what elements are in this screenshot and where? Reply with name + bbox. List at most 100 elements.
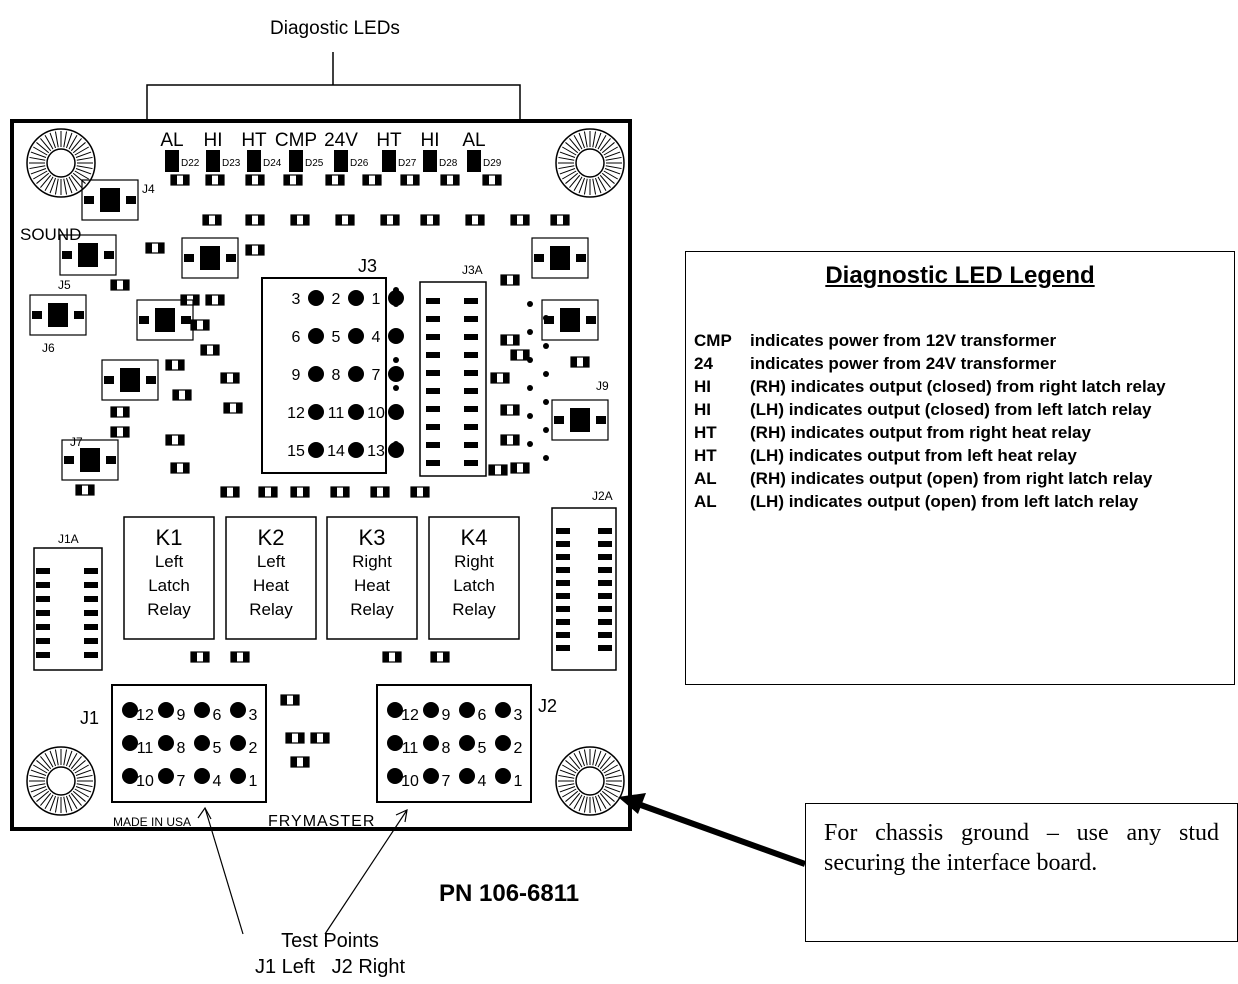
connector-pin (423, 702, 439, 718)
j3-pin (308, 290, 324, 306)
j3-pin (388, 328, 404, 344)
relay-text: Heat (354, 576, 390, 595)
connector-pin (459, 768, 475, 784)
test-point-arrows (197, 806, 408, 935)
led-designator: D29 (483, 158, 502, 169)
j4-label: J4 (142, 182, 155, 196)
j3-pin-number: 6 (292, 329, 301, 346)
legend-code: HI (694, 400, 711, 419)
connector-pin-number: 10 (136, 773, 154, 790)
j3-pin-number: 15 (287, 443, 305, 460)
j3-pin-number: 3 (292, 291, 301, 308)
relay-text: Left (155, 552, 184, 571)
j3-pin (388, 404, 404, 420)
connector-pin (158, 768, 174, 784)
j3-pin (348, 328, 364, 344)
relay-text: Heat (253, 576, 289, 595)
connector-pin (194, 702, 210, 718)
connector-pin (158, 735, 174, 751)
board-outline (10, 119, 632, 831)
connector-pin-number: 9 (442, 707, 451, 724)
connector-pin (194, 735, 210, 751)
connector-pin (194, 768, 210, 784)
connector-pin (122, 735, 138, 751)
connector-pin-number: 11 (137, 740, 154, 757)
led-label: HT (376, 130, 402, 151)
j7-label: J7 (70, 435, 83, 449)
connector-pin (387, 735, 403, 751)
j3-pin-number: 2 (332, 291, 341, 308)
legend-row: AL(RH) indicates output (open) from righ… (694, 468, 1228, 489)
leds-callout-title: Diagostic LEDs (270, 18, 400, 39)
connector-pin-number: 6 (478, 707, 487, 724)
connector-pin (495, 735, 511, 751)
small-components (29, 174, 609, 768)
legend-description: indicates power from 12V transformer (750, 331, 1057, 350)
mounting-studs (26, 128, 625, 816)
j3-pin-number: 9 (292, 367, 301, 384)
connector-pin (387, 768, 403, 784)
led-designator: D28 (439, 158, 458, 169)
legend-row: HT(LH) indicates output from left heat r… (694, 445, 1228, 466)
j2a-header: J2A (551, 489, 617, 671)
legend-description: (LH) indicates output from left heat rel… (750, 446, 1077, 465)
connector-pin-number: 1 (514, 773, 523, 790)
sound-label: SOUND (20, 225, 81, 244)
connector-pin-number: 1 (249, 773, 258, 790)
connector-pin (230, 735, 246, 751)
connector-pin-number: 3 (514, 707, 523, 724)
legend-code: AL (694, 469, 717, 488)
led-designator: D23 (222, 158, 241, 169)
diagnostic-led (247, 150, 261, 172)
connector-pin-number: 5 (478, 740, 487, 757)
connector-pin (459, 702, 475, 718)
j3-pin-number: 10 (367, 405, 385, 422)
frymaster-label: FRYMASTER (268, 813, 375, 830)
led-designator: D22 (181, 158, 200, 169)
connector-pin (423, 768, 439, 784)
connector-pin (495, 702, 511, 718)
j3-pin (348, 366, 364, 382)
connector-pin-number: 5 (213, 740, 222, 757)
connector-pin (230, 702, 246, 718)
connector-pin-number: 10 (401, 773, 419, 790)
diagnostic-led (206, 150, 220, 172)
diagnostic-led (165, 150, 179, 172)
led-designator: D27 (398, 158, 417, 169)
j3-pin-number: 4 (372, 329, 381, 346)
legend-title: Diagnostic LED Legend (825, 262, 1095, 289)
diagnostic-led (289, 150, 303, 172)
j3-pin (388, 442, 404, 458)
relay-text: K3 (359, 525, 386, 550)
connector-pin (423, 735, 439, 751)
led-designator: D25 (305, 158, 324, 169)
relay-text: K4 (461, 525, 488, 550)
connector-pin-number: 8 (177, 740, 186, 757)
connector-pin-number: 7 (177, 773, 186, 790)
j3-pin (348, 404, 364, 420)
j3-pin-number: 1 (372, 291, 381, 308)
connector-pin (230, 768, 246, 784)
j3-pin-number: 11 (328, 405, 345, 422)
diagnostic-led (467, 150, 481, 172)
connector-pin-number: 12 (401, 707, 419, 724)
relay-text: Left (257, 552, 286, 571)
j3-pin-number: 13 (367, 443, 385, 460)
legend-row: HT(RH) indicates output from right heat … (694, 422, 1228, 443)
j3-pin-number: 8 (332, 367, 341, 384)
relay-text: Right (454, 552, 494, 571)
mounting-stud (555, 746, 625, 816)
legend-code: AL (694, 492, 717, 511)
connector-pin-number: 2 (514, 740, 523, 757)
j3-pin-number: 5 (332, 329, 341, 346)
j3-pin-number: 14 (327, 443, 345, 460)
j3a-header: J3A (419, 263, 487, 477)
connector-pin (158, 702, 174, 718)
made-in-usa-label: MADE IN USA (113, 815, 191, 829)
legend-row: AL(LH) indicates output (open) from left… (694, 491, 1228, 512)
test-points-title: Test Points (281, 930, 379, 952)
